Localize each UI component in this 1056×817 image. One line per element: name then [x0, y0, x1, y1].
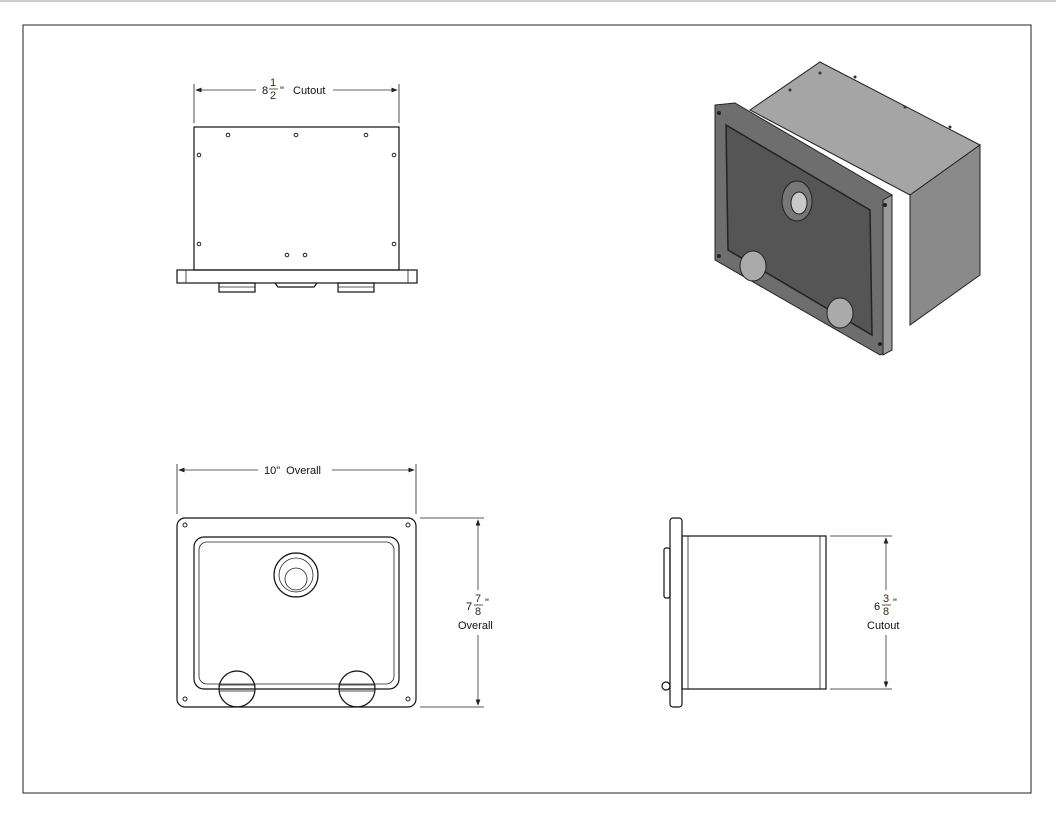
cutout-height-whole: 6 [874, 601, 880, 613]
fraction-denominator: 2 [270, 90, 276, 102]
unit: " [893, 597, 897, 609]
top-view: 8 1 2 " Cutout [176, 77, 418, 293]
unit: " [485, 597, 489, 609]
overall-height-whole: 7 [466, 601, 472, 613]
fraction-numerator: 3 [883, 593, 889, 605]
unit: " [280, 85, 284, 97]
fraction-numerator: 1 [270, 77, 276, 89]
fraction-denominator: 8 [475, 606, 481, 618]
overall-width-label: 10"Overall [264, 465, 321, 477]
cutout-height-label: Cutout [867, 620, 899, 632]
isometric-view [714, 61, 981, 356]
cutout-width-label: 8 [262, 85, 268, 97]
front-view: 10"Overall 7 7 8 " Overall [176, 464, 493, 708]
sheet-border [22, 24, 1032, 794]
fraction-denominator: 8 [883, 606, 889, 618]
overall-height-label: Overall [458, 620, 493, 632]
fraction-numerator: 7 [475, 593, 481, 605]
dimension-label: Cutout [293, 85, 325, 97]
side-view: 6 3 8 " Cutout [661, 517, 899, 708]
